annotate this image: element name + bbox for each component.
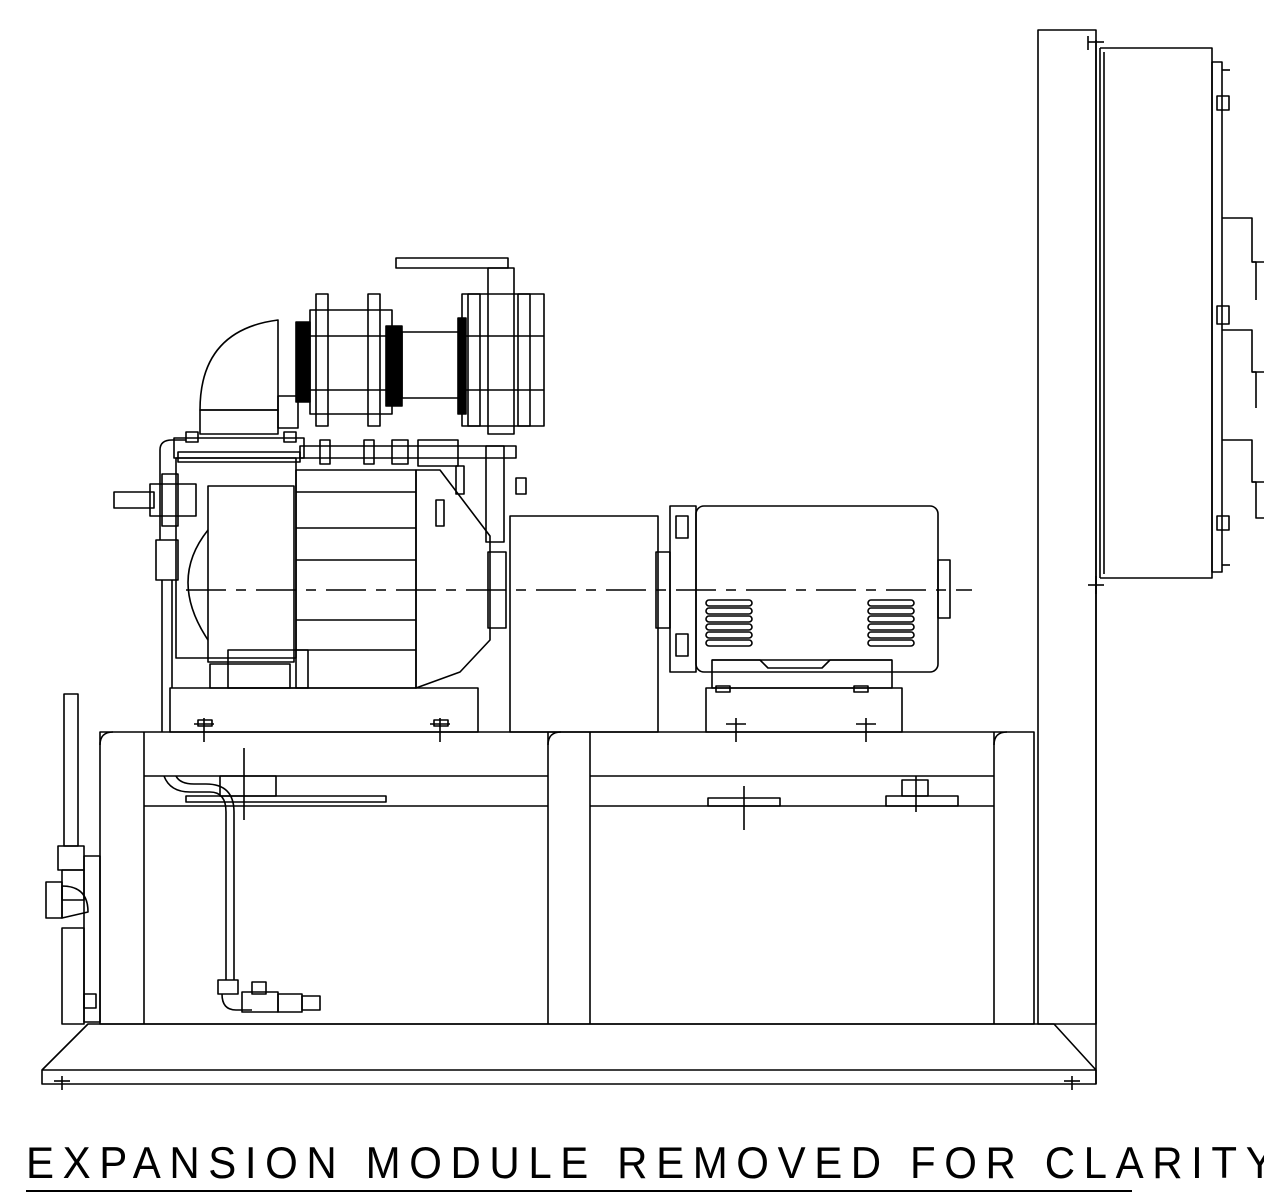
flanged-valve-left	[309, 293, 403, 427]
coupling-guard	[509, 515, 659, 733]
motor-vent-right	[867, 599, 915, 647]
suction-fitting	[113, 439, 197, 732]
ball-valve-handle	[395, 257, 515, 435]
pump-manifold	[173, 319, 311, 463]
caption-underline	[26, 1190, 1132, 1192]
gauge-line	[299, 439, 527, 543]
reservoir-fittings	[185, 748, 959, 830]
base-pan	[41, 1023, 1097, 1090]
return-line	[163, 775, 321, 1013]
electric-motor	[655, 505, 951, 742]
flanged-valve-right	[401, 293, 545, 427]
vertical-panel	[1037, 29, 1104, 1084]
pump-base	[169, 663, 479, 742]
drain-piping	[45, 693, 101, 1025]
motor-vent-left	[705, 599, 753, 647]
control-enclosure	[1099, 47, 1264, 579]
drawing-caption: EXPANSION MODULE REMOVED FOR CLARITY	[26, 1138, 1264, 1188]
